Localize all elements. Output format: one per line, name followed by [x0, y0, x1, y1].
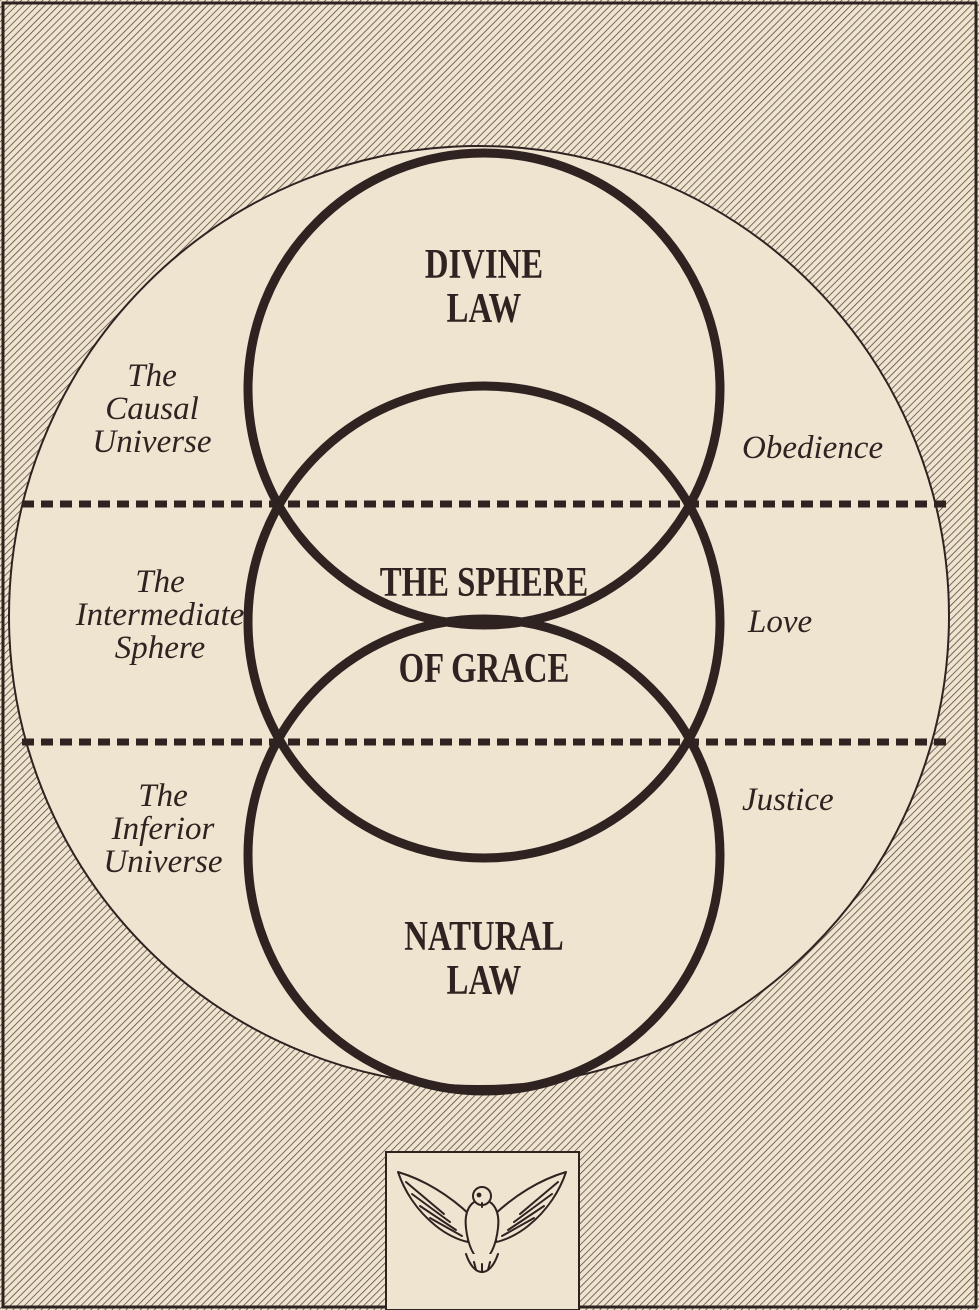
l-1-line-1: Intermediate	[75, 597, 245, 633]
t-bottom-line-1: LAW	[447, 957, 522, 1004]
t-center-line-0: THE SPHERE	[380, 559, 588, 606]
l-2-line-1: Inferior	[111, 811, 215, 847]
t-top-line-0: DIVINE	[425, 241, 543, 288]
l-0-line-2: Universe	[92, 424, 211, 460]
l-2-line-2: Universe	[103, 844, 222, 880]
l-1-line-2: Sphere	[115, 630, 205, 666]
label-obedience: Obedience	[742, 430, 883, 466]
label-justice: Justice	[742, 782, 834, 818]
t-center-line-1: OF GRACE	[399, 645, 570, 692]
t-top-line-1: LAW	[447, 285, 522, 332]
l-1-line-0: The	[135, 564, 185, 600]
l-0-line-1: Causal	[105, 391, 199, 427]
t-bottom-line-0: NATURAL	[404, 913, 564, 960]
emblem-box	[386, 1152, 579, 1310]
label-love: Love	[747, 604, 812, 640]
l-2-line-0: The	[138, 778, 188, 814]
l-0-line-0: The	[127, 358, 177, 394]
